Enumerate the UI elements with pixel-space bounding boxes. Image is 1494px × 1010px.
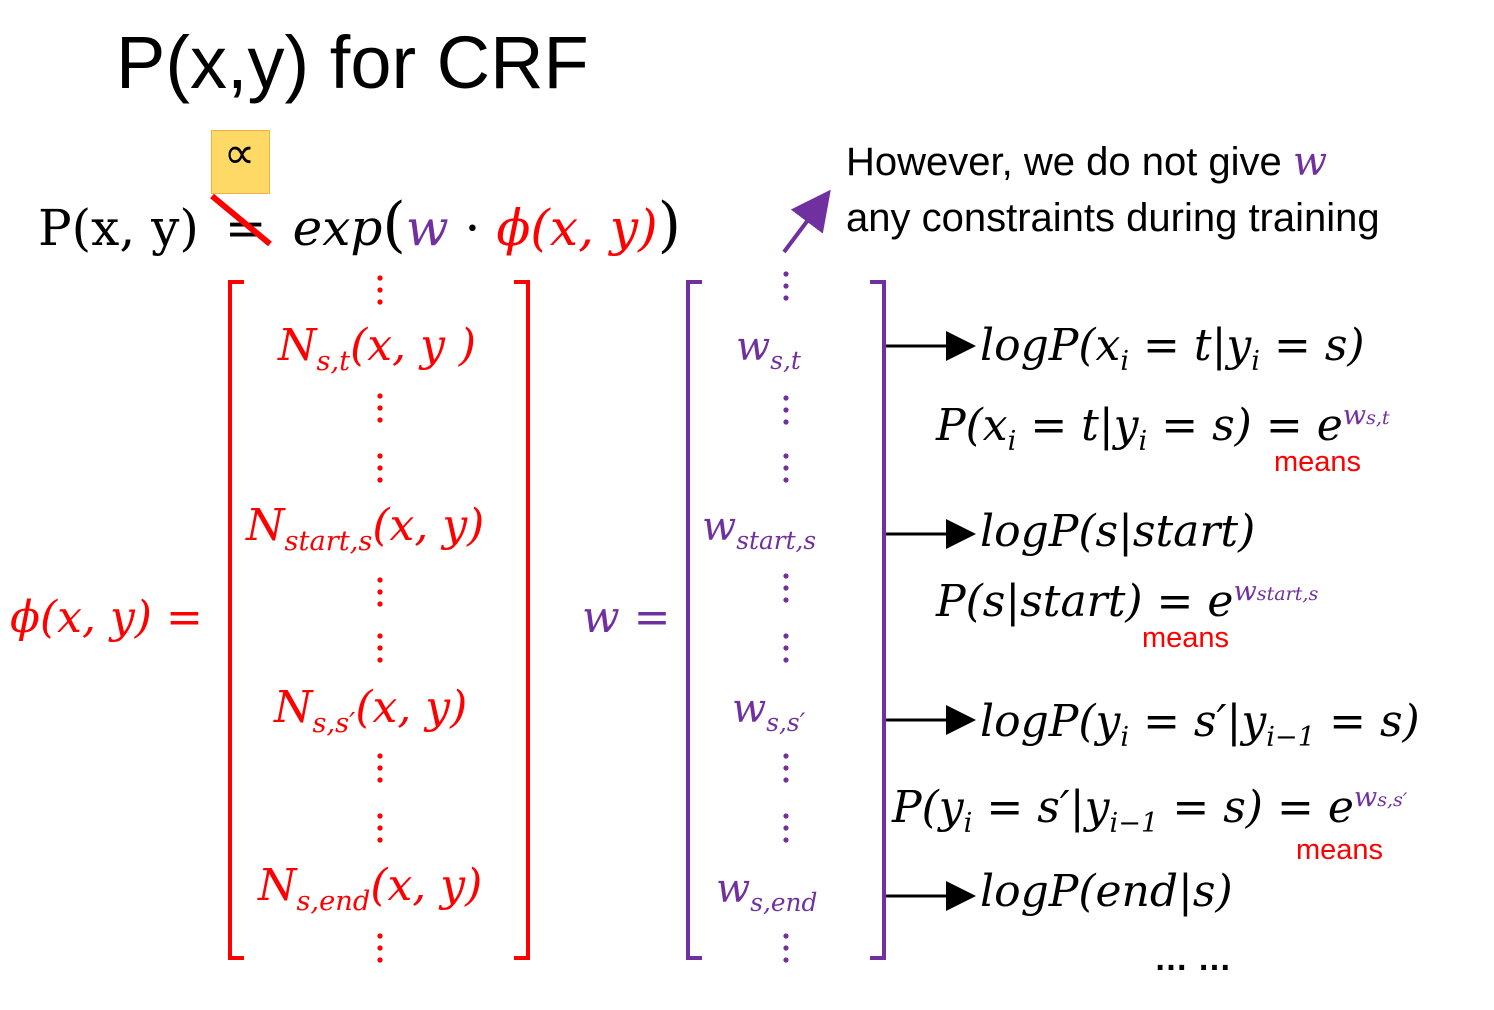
eq-phi: ϕ(x, y) xyxy=(496,199,658,257)
w-entry-1: ws,t xyxy=(736,324,801,375)
phi-entry-2: Nstart,s(x, y) xyxy=(246,500,485,557)
proportional-symbol: ∝ xyxy=(223,128,256,179)
phi-entry-3: Ns,s′(x, y) xyxy=(274,682,468,739)
prob-emission: P(xi = t|yi = s) = ews,t xyxy=(936,400,1390,457)
note-line-2: any constraints during training xyxy=(846,196,1380,240)
w-right-bracket xyxy=(870,280,886,960)
prob-start: P(s|start) = ewstart,s xyxy=(936,576,1319,627)
log-emission: logP(xi = t|yi = s) xyxy=(980,320,1365,377)
log-transition: logP(yi = s′|yi−1 = s) xyxy=(980,696,1420,753)
constraint-note: However, we do not give w any constraint… xyxy=(846,134,1380,246)
w-entry-4: ws,end xyxy=(716,866,818,917)
w-entry-2: wstart,s xyxy=(702,504,817,555)
prob-transition: P(yi = s′|yi−1 = s) = ews,s′ xyxy=(892,782,1408,839)
w-label: w = xyxy=(582,592,671,643)
log-end: logP(end|s) xyxy=(980,866,1233,917)
strike-mark xyxy=(210,193,272,247)
ellipsis: … … xyxy=(1154,940,1232,978)
phi-entry-4: Ns,end(x, y) xyxy=(258,860,483,917)
eq-exp: exp xyxy=(292,199,383,257)
proportional-highlight xyxy=(211,130,270,194)
phi-vdots xyxy=(377,275,383,963)
phi-left-bracket xyxy=(228,280,244,960)
eq-lhs: P(x, y) xyxy=(38,199,199,257)
log-start: logP(s|start) xyxy=(980,506,1256,557)
means-label-1: means xyxy=(1274,446,1362,478)
eq-dot: · xyxy=(448,199,497,257)
eq-w: w xyxy=(405,199,449,257)
note-line-1: However, we do not give w xyxy=(846,139,1328,185)
w-entry-3: ws,s′ xyxy=(732,686,806,737)
slide-title: P(x,y) for CRF xyxy=(116,21,589,104)
w-vdots xyxy=(783,271,789,963)
means-label-3: means xyxy=(1296,834,1384,866)
note-w: w xyxy=(1292,139,1328,185)
w-left-bracket xyxy=(686,280,702,960)
phi-entry-1: Ns,t(x, y ) xyxy=(278,320,477,377)
phi-right-bracket xyxy=(514,280,530,960)
phi-label: ϕ(x, y) = xyxy=(10,592,203,643)
note-arrow xyxy=(782,189,831,254)
means-label-2: means xyxy=(1142,622,1230,654)
